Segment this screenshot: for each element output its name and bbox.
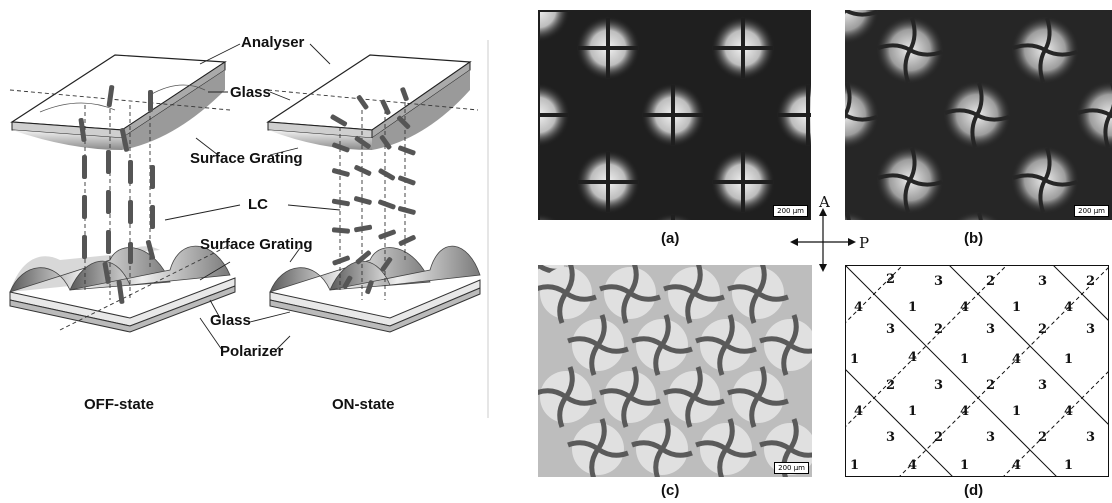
label-polarizer: Polarizer: [220, 343, 284, 360]
domain-number: 3: [1038, 274, 1048, 289]
pinwheel-pattern: [845, 10, 1112, 220]
caption-d: (d): [964, 482, 984, 499]
domain-number: 2: [886, 272, 896, 287]
domain-number: 1: [1064, 352, 1074, 367]
domain-number: 4: [854, 300, 864, 315]
domain-number: 1: [850, 458, 860, 473]
on-bottom-grating: [269, 245, 481, 333]
domain-number: 2: [986, 274, 996, 289]
domain-number: 1: [1012, 404, 1022, 419]
scale-bar-b: 200 μm: [1074, 205, 1109, 217]
off-top-plate: [10, 54, 227, 150]
domain-number: 2: [934, 322, 944, 337]
domain-number: 4: [908, 458, 918, 473]
domain-number: 3: [934, 274, 944, 289]
domain-number: 2: [886, 378, 896, 393]
maltese-cross-pattern: [538, 10, 811, 220]
domain-number: 4: [960, 300, 970, 315]
domain-number: 1: [960, 458, 970, 473]
off-lc-molecules: [78, 85, 156, 304]
swirl-pattern: [538, 265, 812, 477]
on-state-label: ON-state: [332, 396, 395, 413]
domain-number: 2: [1086, 274, 1096, 289]
micrograph-c: 200 μm: [538, 265, 812, 477]
domain-number: 4: [1012, 352, 1022, 367]
domain-number: 4: [854, 404, 864, 419]
domain-number: 4: [1012, 458, 1022, 473]
domain-number: 1: [908, 300, 918, 315]
domain-number: 3: [986, 430, 996, 445]
domain-number: 2: [1038, 322, 1048, 337]
domain-number: 1: [1064, 458, 1074, 473]
label-glass-bottom: Glass: [210, 312, 251, 329]
label-analyser: Analyser: [241, 34, 305, 51]
domain-number: 4: [908, 350, 918, 365]
caption-a: (a): [661, 230, 680, 247]
on-top-plate: [266, 54, 472, 150]
lc-cell-schematic: [9, 40, 489, 418]
domain-number: 4: [1064, 300, 1074, 315]
label-glass-top: Glass: [230, 84, 271, 101]
domain-number: 3: [986, 322, 996, 337]
domain-number: 1: [850, 352, 860, 367]
domain-number: 3: [1086, 322, 1096, 337]
domain-number: 1: [960, 352, 970, 367]
caption-b: (b): [964, 230, 984, 247]
domain-number: 3: [886, 430, 896, 445]
domain-number: 1: [1012, 300, 1022, 315]
scale-bar-a: 200 μm: [773, 205, 808, 217]
domain-number: 4: [1064, 404, 1074, 419]
label-surface-grating-top: Surface Grating: [190, 150, 303, 167]
domain-number: 2: [1038, 430, 1048, 445]
label-surface-grating-bottom: Surface Grating: [200, 236, 313, 253]
domain-number: 2: [986, 378, 996, 393]
domain-number: 3: [1038, 378, 1048, 393]
domain-number: 3: [934, 378, 944, 393]
domain-number: 1: [908, 404, 918, 419]
polarizer-axis-label: P: [859, 234, 870, 252]
caption-c: (c): [661, 482, 680, 499]
analyser-axis-label: A: [819, 193, 830, 211]
scale-bar-c: 200 μm: [774, 462, 809, 474]
on-lc-molecules: [330, 87, 416, 295]
domain-number: 4: [960, 404, 970, 419]
micrograph-a: 200 μm: [538, 10, 811, 220]
domain-number: 3: [1086, 430, 1096, 445]
domain-grid-lines: [846, 266, 1108, 476]
polarizer-analyser-axes: [790, 208, 856, 272]
off-state-label: OFF-state: [84, 396, 155, 413]
label-leader-lines: [164, 43, 341, 351]
domain-number: 2: [934, 430, 944, 445]
domain-number: 3: [886, 322, 896, 337]
micrograph-b: 200 μm: [845, 10, 1112, 220]
label-lc: LC: [248, 196, 268, 213]
